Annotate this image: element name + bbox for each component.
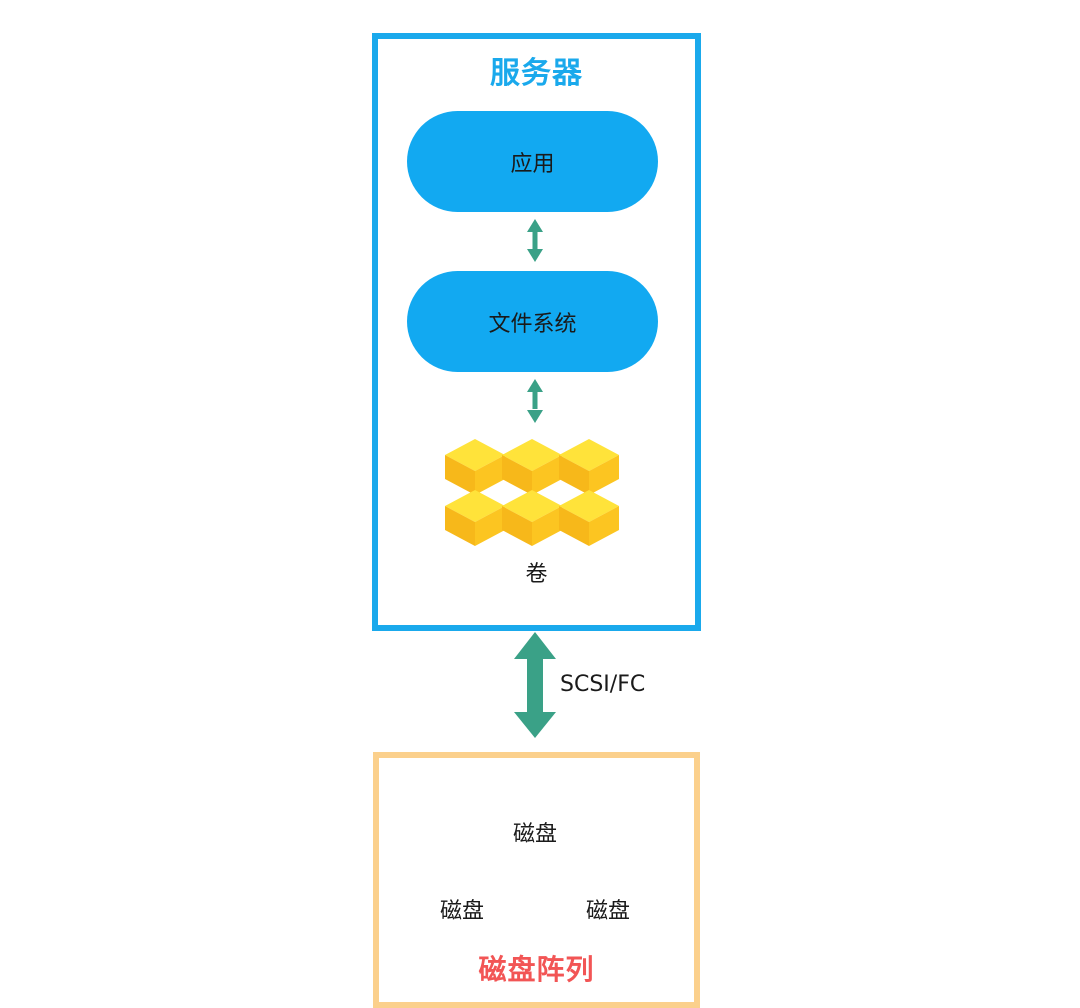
file-system-label: 文件系统	[488, 311, 577, 337]
disk-array-title: 磁盘阵列	[478, 953, 595, 986]
application-label: 应用	[510, 151, 555, 177]
connection-label: SCSI/FC	[560, 672, 646, 697]
disk-label: 磁盘	[439, 899, 484, 924]
application-node: 应用	[407, 111, 658, 212]
disk-label: 磁盘	[585, 899, 630, 924]
server-title: 服务器	[490, 56, 583, 91]
volume-label: 卷	[525, 562, 548, 587]
volume-cube	[502, 490, 562, 546]
fs-volume-arrow	[527, 379, 543, 423]
app-fs-arrow	[527, 219, 543, 262]
disk-label: 磁盘	[512, 822, 557, 847]
server-disk-arrow	[514, 632, 556, 738]
volume-cube	[559, 490, 619, 546]
disk-array-box	[373, 752, 700, 1008]
volume-cubes-icon	[445, 439, 619, 546]
file-system-node: 文件系统	[407, 271, 658, 372]
volume-cube	[502, 439, 562, 495]
volume-cube	[445, 490, 505, 546]
volume-cube	[445, 439, 505, 495]
volume-cube	[559, 439, 619, 495]
